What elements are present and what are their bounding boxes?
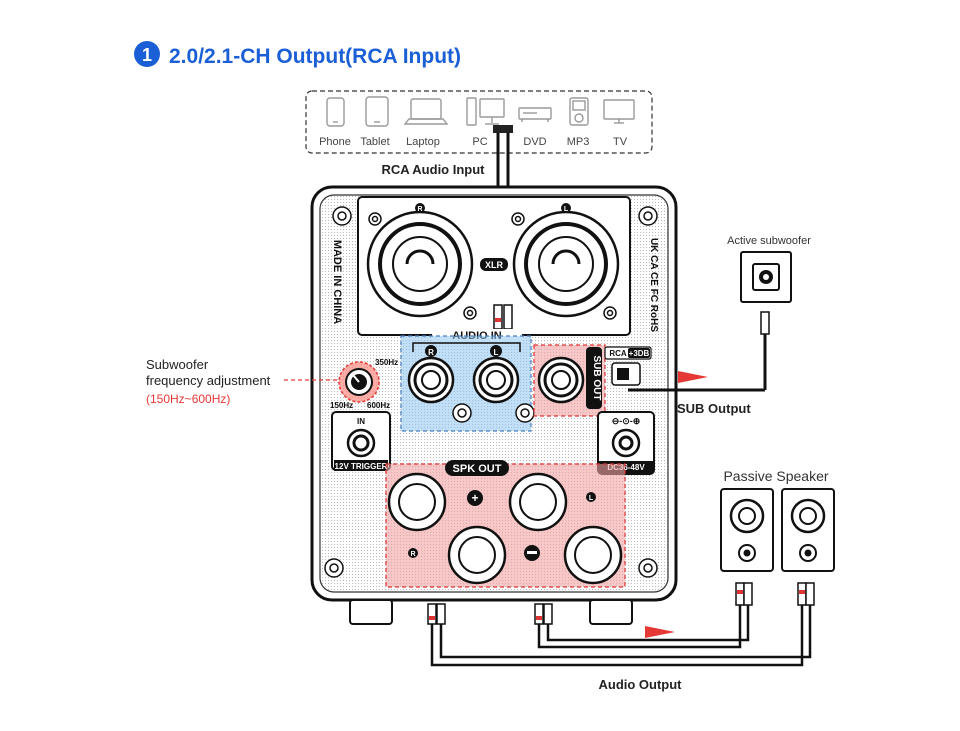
speaker-terminal bbox=[387, 472, 623, 585]
device-label-mp3: MP3 bbox=[567, 136, 590, 148]
rca-label: RCA bbox=[609, 349, 627, 358]
plus-3db-label: +3DB bbox=[629, 349, 650, 358]
rca-r-badge bbox=[425, 345, 437, 357]
page-title: 2.0/2.1-CH Output(RCA Input) bbox=[169, 45, 461, 68]
xlr-r-badge bbox=[415, 203, 425, 213]
knob-150hz-label: 150Hz bbox=[330, 401, 353, 410]
audio-output-cable bbox=[430, 603, 812, 667]
frequency-range-label: (150Hz~600Hz) bbox=[146, 392, 230, 406]
dc-label: DC36-48V bbox=[607, 463, 645, 472]
subwoofer-callout: Subwoofer frequency adjustment (150Hz~60… bbox=[146, 357, 340, 406]
rca-r-label: R bbox=[428, 348, 434, 357]
xlr-label: XLR bbox=[485, 260, 504, 270]
device-label-dvd: DVD bbox=[523, 136, 546, 148]
frequency-adjustment-label: frequency adjustment bbox=[146, 373, 271, 388]
audio-output-arrow bbox=[645, 626, 675, 638]
right-foot bbox=[589, 599, 633, 625]
dc-polarity-icon: ⊖-⊙-⊕ bbox=[612, 416, 641, 426]
sub-output-arrow bbox=[678, 371, 708, 383]
made-in-china-label: MADE IN CHINA bbox=[331, 240, 343, 324]
plus-icon bbox=[467, 490, 483, 506]
heading: 1 2.0/2.1-CH Output(RCA Input) bbox=[134, 41, 461, 68]
dc-jack bbox=[611, 428, 641, 458]
device-label-phone: Phone bbox=[319, 136, 351, 148]
sub-output-label: SUB Output bbox=[677, 401, 751, 416]
xlr-l-badge bbox=[561, 203, 571, 213]
step-number: 1 bbox=[142, 45, 152, 65]
trigger-jack bbox=[346, 428, 376, 458]
xlr-l-label: L bbox=[564, 206, 569, 213]
subwoofer-label: Subwoofer bbox=[146, 357, 209, 372]
active-subwoofer: Active subwoofer bbox=[727, 235, 811, 303]
xlr-jack-left bbox=[512, 210, 620, 318]
rca-jack-left bbox=[472, 356, 520, 404]
active-subwoofer-label: Active subwoofer bbox=[727, 235, 811, 247]
device-label-laptop: Laptop bbox=[406, 136, 440, 148]
spk-r-badge bbox=[408, 548, 418, 558]
amplifier-rear-panel: MADE IN CHINA UK CA CE FC RoHS R bbox=[310, 185, 678, 625]
spk-l-label: L bbox=[589, 495, 594, 502]
rca-jack-right bbox=[407, 356, 455, 404]
source-devices-box: Phone Tablet Laptop PC DVD MP3 TV bbox=[305, 90, 653, 154]
dvd-icon bbox=[518, 107, 552, 122]
phone-icon bbox=[326, 97, 345, 127]
certification-marks: UK CA CE FC RoHS bbox=[648, 238, 659, 332]
device-label-pc: PC bbox=[472, 136, 487, 148]
plus-sign: + bbox=[471, 491, 478, 505]
xlr-badge bbox=[480, 258, 508, 271]
subwoofer-frequency-knob bbox=[338, 361, 380, 403]
device-label-tv: TV bbox=[613, 136, 628, 148]
rca-l-label: L bbox=[494, 348, 499, 357]
plug-red-band bbox=[429, 590, 805, 620]
screw-icon bbox=[452, 403, 535, 423]
knob-600hz-label: 600Hz bbox=[367, 401, 390, 410]
rca-audio-input-label: RCA Audio Input bbox=[381, 162, 485, 177]
spk-l-badge bbox=[586, 492, 596, 502]
screw-icon bbox=[368, 212, 617, 320]
spk-r-label: R bbox=[410, 551, 415, 558]
rca-l-badge bbox=[490, 345, 502, 357]
trigger-label: 12V TRIGGER bbox=[335, 462, 388, 471]
passive-speaker-right bbox=[781, 488, 835, 572]
step-number-badge bbox=[134, 41, 160, 67]
sub-out-badge bbox=[586, 347, 602, 409]
sub-output-cable bbox=[628, 311, 770, 392]
passive-speaker-left bbox=[720, 488, 774, 572]
sub-out-label: SUB OUT bbox=[591, 356, 602, 401]
passive-speaker-label: Passive Speaker bbox=[723, 468, 828, 484]
xlr-jack-right bbox=[366, 210, 474, 318]
spk-out-badge bbox=[445, 460, 509, 476]
left-foot bbox=[349, 599, 393, 625]
xlr-r-label: R bbox=[417, 206, 422, 213]
screw-icon bbox=[324, 206, 658, 578]
pc-icon bbox=[466, 97, 505, 126]
spk-out-label: SPK OUT bbox=[453, 463, 502, 475]
tablet-icon bbox=[365, 96, 389, 127]
mp3-icon bbox=[569, 97, 589, 126]
trigger-in-label: IN bbox=[357, 417, 365, 426]
device-label-tablet: Tablet bbox=[360, 136, 389, 148]
sub-out-jack bbox=[537, 356, 585, 404]
tv-icon bbox=[603, 99, 635, 124]
knob-350hz-label: 350Hz bbox=[375, 358, 398, 367]
audio-output-label: Audio Output bbox=[598, 677, 682, 692]
laptop-icon bbox=[403, 98, 449, 125]
